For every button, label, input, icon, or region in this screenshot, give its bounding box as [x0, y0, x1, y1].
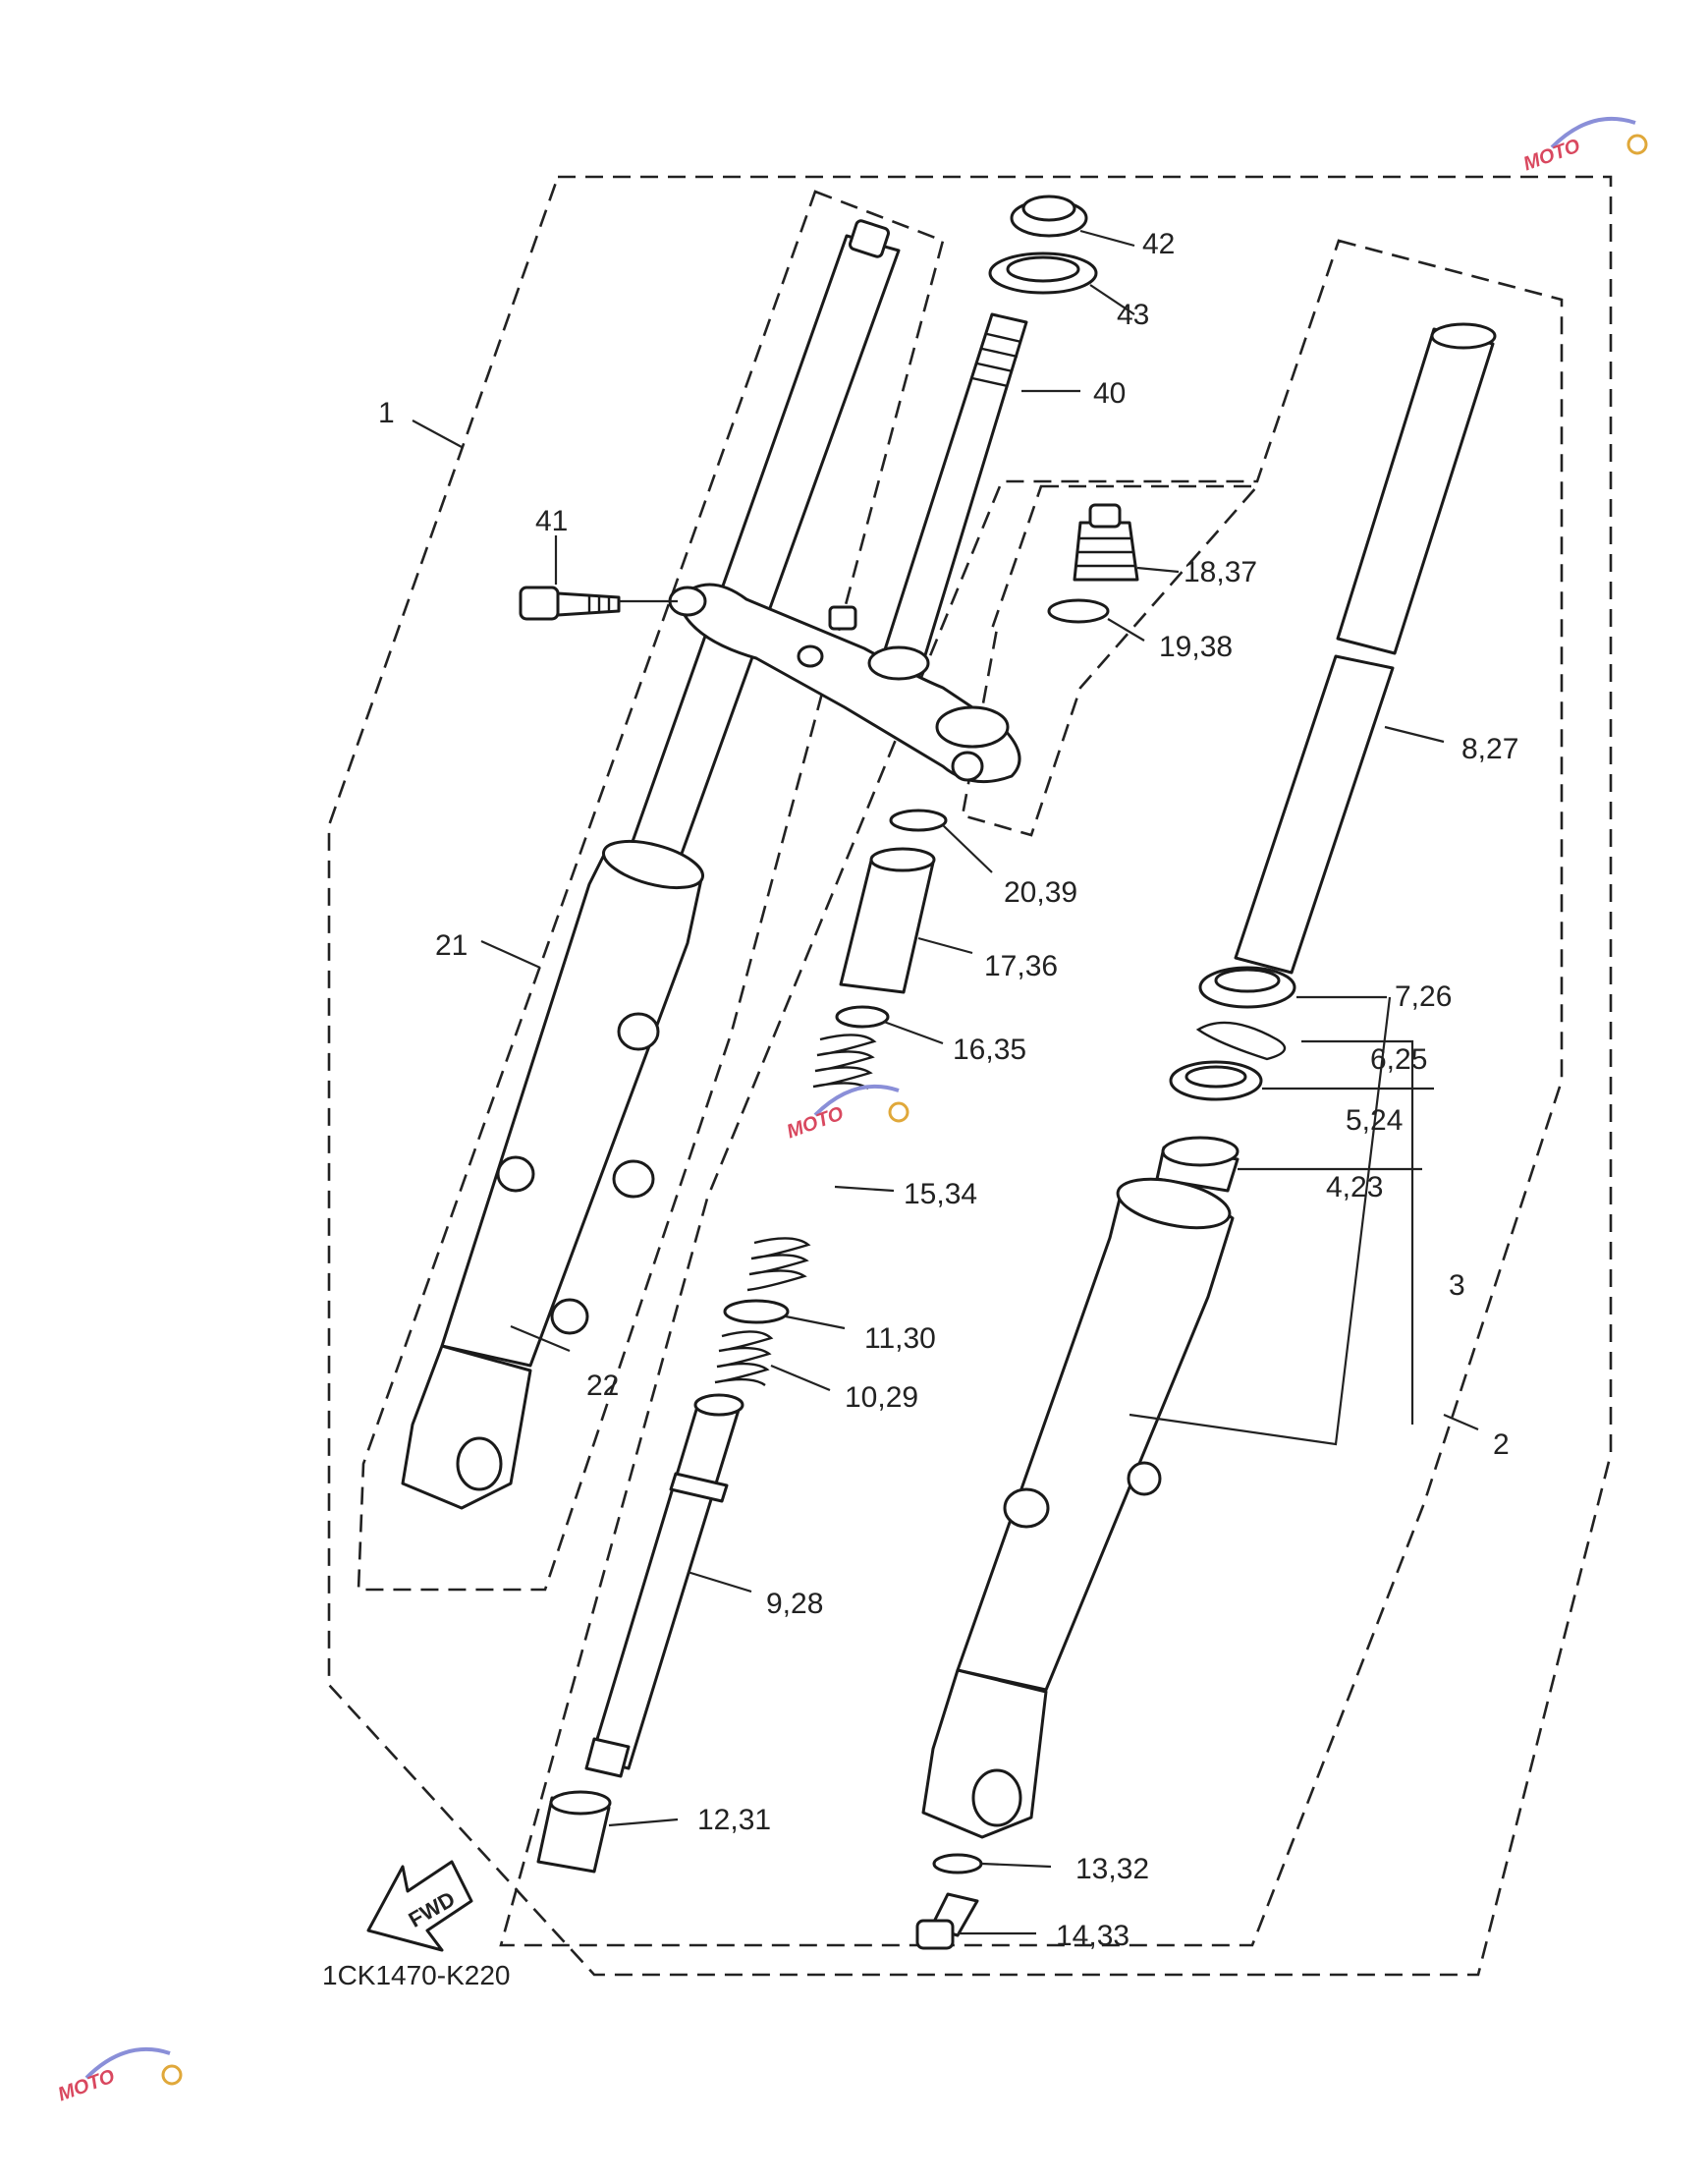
label-5-24: 5,24	[1346, 1104, 1403, 1137]
label-2: 2	[1493, 1428, 1510, 1461]
boundary-assembly-21	[357, 190, 945, 1592]
bracket-bolt-hole	[951, 751, 984, 782]
seat-16-35	[835, 1005, 890, 1029]
svg-text:MOTO: MOTO	[55, 2065, 118, 2105]
dust-seal-7-26	[1198, 966, 1296, 1009]
label-4-23: 4,23	[1326, 1171, 1383, 1203]
watermark-bottom-left: MOTO	[55, 2046, 183, 2105]
spring-upper-15-34	[812, 1034, 877, 1091]
clip-6-25	[1195, 1021, 1287, 1061]
svg-text:MOTO: MOTO	[784, 1102, 847, 1143]
caliper-boss-3	[496, 1155, 535, 1193]
inner-tube-left	[627, 234, 901, 867]
stem-thread	[971, 332, 1022, 388]
bearing-race-42	[1010, 195, 1088, 238]
svg-text:MOTO: MOTO	[1520, 135, 1583, 175]
cap-bolt-18-37	[1073, 503, 1139, 582]
label-14-33: 14,33	[1056, 1920, 1129, 1952]
label-8-27: 8,27	[1461, 733, 1518, 765]
mount-boss-right-2	[1127, 1461, 1162, 1496]
label-21: 21	[435, 929, 468, 962]
inner-tube-cap	[848, 219, 891, 258]
watermark-top-right: MOTO	[1520, 116, 1648, 175]
label-15-34: 15,34	[904, 1178, 977, 1210]
label-13-32: 13,32	[1075, 1853, 1149, 1885]
label-43: 43	[1117, 299, 1149, 331]
bracket-lug	[828, 605, 857, 631]
caliper-boss-1	[617, 1012, 660, 1051]
caliper-boss-2	[612, 1159, 655, 1199]
bracket-clamp-stem	[867, 645, 930, 681]
damper-rod-9-28	[584, 1393, 744, 1778]
label-41: 41	[535, 505, 568, 537]
label-40: 40	[1093, 377, 1126, 410]
watermark-center: MOTO	[784, 1084, 909, 1143]
boundary-cap-group	[961, 484, 1260, 837]
bolt-14-33	[915, 1892, 979, 1950]
label-1: 1	[378, 397, 395, 429]
outer-tube-mouth	[602, 839, 704, 890]
inner-tube-lower-8-27	[1234, 654, 1395, 975]
bracket-clamp-right	[935, 705, 1010, 749]
washer-13-32	[932, 1853, 983, 1874]
oil-seal-5-24	[1169, 1060, 1263, 1101]
steering-stem-group	[668, 312, 1028, 784]
spacer-17-36	[839, 847, 936, 994]
label-16-35: 16,35	[953, 1034, 1026, 1066]
spring-lower-15-34	[746, 1237, 811, 1292]
label-42: 42	[1142, 228, 1175, 260]
label-3: 3	[1449, 1269, 1465, 1302]
fwd-arrow: FWD	[366, 1860, 473, 1952]
under-bracket	[676, 583, 1021, 784]
fork-assembly-left	[401, 219, 901, 1510]
outer-tube-left	[440, 849, 704, 1368]
callout-labels: 1 41 42 43 40 18,37 19,38 8,27 20,39 17,…	[378, 228, 1518, 1952]
bracket-tab	[797, 644, 824, 668]
label-18-37: 18,37	[1184, 556, 1257, 588]
label-10-29: 10,29	[845, 1381, 918, 1414]
label-6-25: 6,25	[1370, 1043, 1427, 1076]
washer-4-23	[1155, 1136, 1240, 1193]
outer-tube-right-3	[956, 1188, 1235, 1692]
boundary-assembly-1	[327, 175, 1613, 1977]
leader-lines	[412, 229, 1479, 1935]
oil-lock-piece-12-31	[536, 1790, 612, 1874]
label-19-38: 19,38	[1159, 631, 1233, 663]
label-22: 22	[586, 1370, 619, 1402]
label-12-31: 12,31	[697, 1804, 771, 1836]
bearing-race-43	[988, 252, 1098, 295]
washer-20-39	[889, 809, 948, 832]
fork-assembly-right	[921, 322, 1497, 1839]
caliper-boss-4	[550, 1298, 589, 1335]
o-ring-19-38	[1047, 598, 1110, 624]
label-20-39: 20,39	[1004, 876, 1077, 909]
axle-hole-left	[456, 1436, 503, 1491]
mount-boss-right-1	[1003, 1487, 1050, 1529]
axle-hole-right	[971, 1768, 1022, 1827]
rebound-spring-10-29	[714, 1330, 774, 1387]
label-9-28: 9,28	[766, 1588, 823, 1620]
washer-11-30	[723, 1299, 790, 1324]
label-17-36: 17,36	[984, 950, 1058, 982]
label-7-26: 7,26	[1395, 980, 1452, 1013]
inner-tube-upper-8-27	[1336, 327, 1495, 655]
diagram-code: 1CK1470-K220	[322, 1960, 510, 1990]
boundary-assembly-2	[499, 239, 1564, 1947]
label-11-30: 11,30	[864, 1322, 936, 1355]
pinch-bolt-41	[519, 586, 621, 621]
